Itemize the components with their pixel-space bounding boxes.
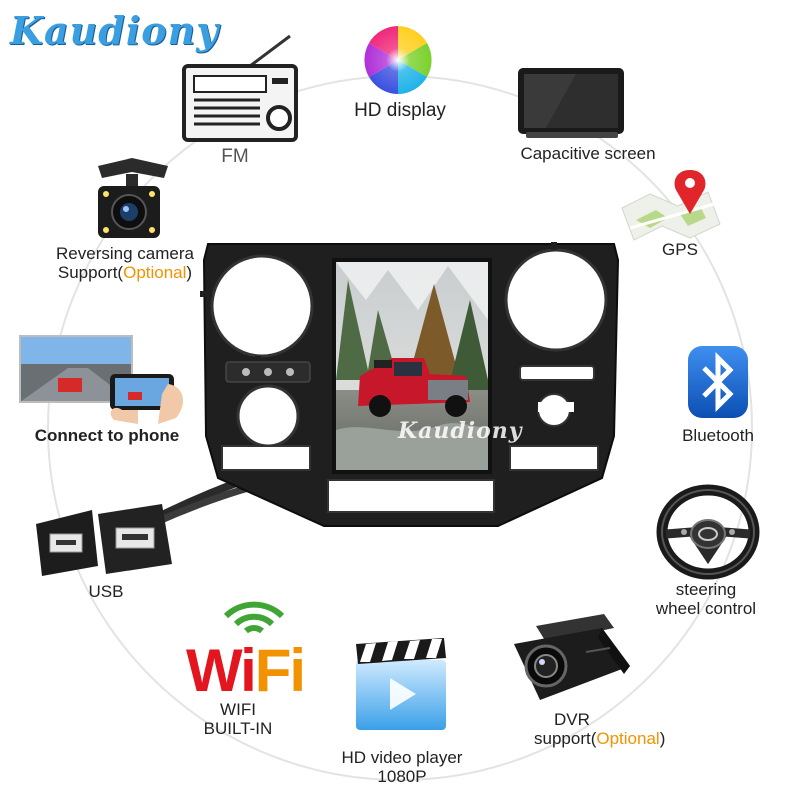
dvr-label: DVR support(Optional) — [534, 710, 724, 748]
video-line1: HD video player — [341, 748, 463, 767]
usb-label: USB — [88, 582, 124, 601]
video-player-icon — [356, 638, 446, 730]
reversing-camera-line1: Reversing camera — [56, 244, 194, 263]
support-prefix: Support( — [57, 263, 124, 283]
dvr-support-suffix: ) — [659, 729, 666, 749]
gps-map-icon — [621, 170, 721, 241]
wifi-line1: WIFI — [220, 700, 256, 719]
wifi-logo-wi: Wi — [186, 637, 257, 704]
hd-display-label: HD display — [354, 100, 446, 121]
wifi-logo-fi: Fi — [254, 637, 306, 704]
dvr-line2: support(Optional) — [534, 729, 724, 748]
fm-label: FM — [221, 146, 249, 167]
dvr-line1: DVR — [554, 710, 590, 729]
video-player-label: HD video player 1080P — [322, 748, 482, 786]
steering-line2: wheel control — [655, 599, 757, 619]
reversing-camera-line2: Support(Optional) — [30, 263, 220, 282]
head-unit-panel — [200, 242, 620, 527]
bluetooth-icon — [688, 346, 748, 418]
video-line2: 1080P — [377, 767, 427, 787]
wifi-logo-text: WiFi — [186, 636, 306, 705]
brand-logo: Kaudiony — [10, 8, 220, 53]
gps-label: GPS — [662, 240, 698, 259]
capacitive-screen-label: Capacitive screen — [520, 144, 656, 163]
connect-to-phone-label: Connect to phone — [34, 426, 180, 445]
bluetooth-label: Bluetooth — [682, 426, 754, 445]
usb-cable-icon — [36, 472, 258, 576]
dvr-optional-text: Optional — [596, 729, 660, 749]
steering-wheel-label: steering wheel control — [640, 580, 772, 618]
wifi-line2: BUILT-IN — [203, 719, 273, 739]
optional-text: Optional — [123, 263, 187, 283]
reversing-camera-icon — [98, 158, 168, 238]
dvr-camera-icon — [514, 614, 630, 700]
color-wheel-icon — [364, 26, 432, 94]
dvr-support-prefix: support( — [534, 729, 597, 749]
steering-wheel-icon — [656, 484, 760, 580]
fm-radio-icon — [182, 34, 298, 142]
wifi-label: WIFI BUILT-IN — [184, 700, 292, 738]
phone-mirror-icon — [19, 335, 183, 424]
steering-line1: steering — [675, 580, 737, 599]
tablet-screen-icon — [518, 68, 624, 138]
support-suffix: ) — [186, 263, 193, 283]
wifi-icon — [223, 601, 285, 634]
screen-watermark: Kaudiony — [398, 418, 523, 444]
reversing-camera-label: Reversing camera Support(Optional) — [30, 244, 220, 282]
